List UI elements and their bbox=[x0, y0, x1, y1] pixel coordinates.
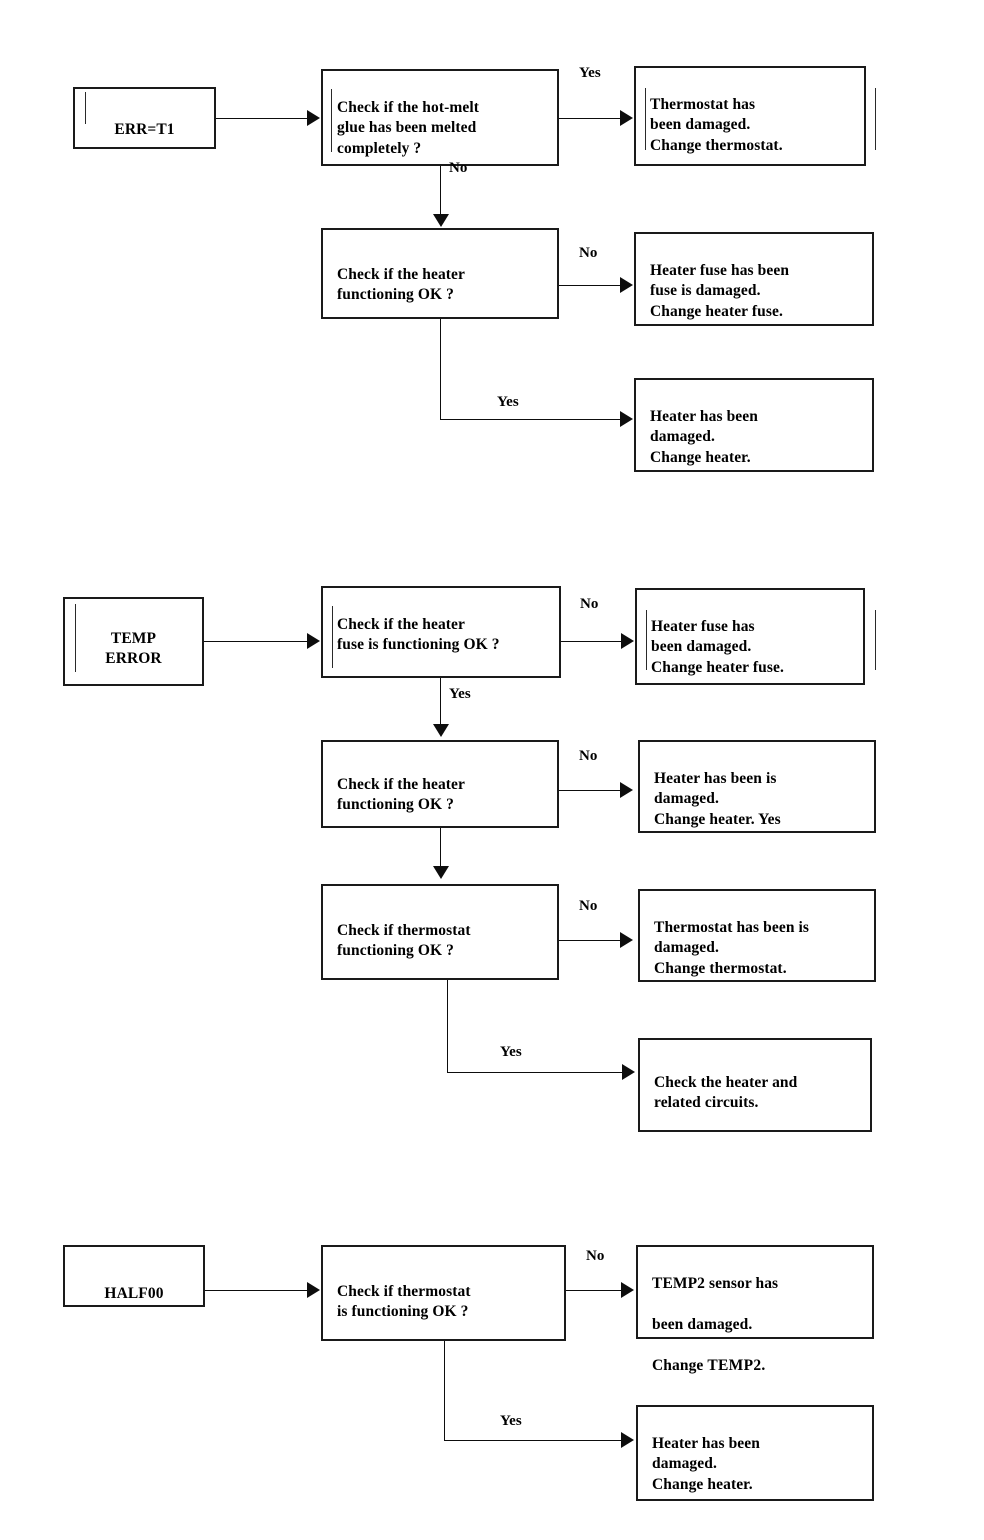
node-label: Heater has been is damaged. Change heate… bbox=[654, 769, 781, 828]
edge-label-yes: Yes bbox=[500, 1413, 522, 1429]
result-line-3-prefix: Change bbox=[652, 1357, 708, 1375]
edge-arrowhead bbox=[307, 110, 320, 126]
result-line-3-suffix: . bbox=[761, 1357, 766, 1375]
node-label: Check if the heater functioning OK ? bbox=[337, 265, 466, 304]
scan-artifact-rule bbox=[875, 610, 876, 670]
edge-q1-no bbox=[440, 166, 441, 218]
edge-q1-yes bbox=[440, 678, 441, 728]
edge-label-no: No bbox=[586, 1248, 605, 1264]
edge-arrowhead bbox=[620, 110, 633, 126]
node-label: Check if the heater functioning OK ? bbox=[337, 775, 466, 814]
node-label: Check if the heater fuse is functioning … bbox=[337, 615, 500, 654]
scan-artifact-tick bbox=[645, 88, 646, 150]
edge-arrowhead bbox=[621, 633, 634, 649]
result-line-2: been damaged. bbox=[652, 1315, 753, 1333]
edge-arrowhead bbox=[433, 866, 449, 879]
node-label: Check the heater and related circuits. bbox=[654, 1073, 798, 1112]
edge-start-to-q1 bbox=[204, 641, 308, 642]
scan-artifact-tick bbox=[331, 89, 332, 152]
node-err-t1-q2-no-result: Heater fuse has been fuse is damaged. Ch… bbox=[634, 232, 874, 326]
node-temp-error-q3-yes-result: Check the heater and related circuits. bbox=[638, 1038, 872, 1132]
edge-label-no: No bbox=[579, 245, 598, 261]
scan-artifact-tick bbox=[85, 92, 86, 124]
result-line-3-emphasis: TEMP2 bbox=[707, 1357, 762, 1375]
node-err-t1-q2: Check if the heater functioning OK ? bbox=[321, 228, 559, 319]
node-temp-error-start: TEMP ERROR bbox=[63, 597, 204, 686]
node-label: Thermostat has been damaged. Change ther… bbox=[650, 95, 783, 154]
edge-label-yes: Yes bbox=[497, 394, 519, 410]
node-half00-start: HALF00 bbox=[63, 1245, 205, 1307]
edge-label-no: No bbox=[580, 596, 599, 612]
edge-arrowhead bbox=[433, 724, 449, 737]
node-label: Check if thermostat is functioning OK ? bbox=[337, 1282, 471, 1321]
edge-label-no: No bbox=[579, 898, 598, 914]
edge-label-yes: Yes bbox=[449, 686, 471, 702]
node-half00-q1-no-result: TEMP2 sensor has been damaged. Change TE… bbox=[636, 1245, 874, 1374]
edge-q3-yes-horizontal bbox=[447, 1072, 624, 1073]
node-err-t1-q1-yes-result: Thermostat has been damaged. Change ther… bbox=[634, 66, 866, 166]
edge-start-to-q1 bbox=[216, 118, 308, 119]
result-line-3: Change TEMP2. bbox=[652, 1356, 864, 1377]
node-label: Check if thermostat functioning OK ? bbox=[337, 921, 471, 960]
edge-arrowhead bbox=[621, 1432, 634, 1448]
edge-arrowhead bbox=[622, 1064, 635, 1080]
edge-label-no: No bbox=[579, 748, 598, 764]
edge-arrowhead bbox=[620, 277, 633, 293]
node-label: TEMP ERROR bbox=[105, 629, 162, 668]
edge-arrowhead bbox=[620, 782, 633, 798]
node-err-t1-q2-yes-result: Heater has been damaged. Change heater. bbox=[634, 378, 874, 472]
node-label: Heater has been damaged. Change heater. bbox=[652, 1434, 760, 1493]
edge-q2-yes-vertical bbox=[440, 319, 441, 420]
node-temp-error-q1-no-result: Heater fuse has been damaged. Change hea… bbox=[635, 588, 865, 685]
scan-artifact-rule bbox=[875, 88, 876, 150]
scan-artifact-tick bbox=[646, 610, 647, 670]
node-half00-q1: Check if thermostat is functioning OK ? bbox=[321, 1245, 566, 1341]
edge-q1-yes-horizontal bbox=[444, 1440, 622, 1441]
edge-q1-yes-vertical bbox=[444, 1341, 445, 1441]
edge-q1-no bbox=[566, 1290, 622, 1291]
node-err-t1-q1: Check if the hot-melt glue has been melt… bbox=[321, 69, 559, 166]
edge-arrowhead bbox=[433, 214, 449, 227]
edge-q2-no bbox=[559, 790, 621, 791]
edge-start-to-q1 bbox=[205, 1290, 309, 1291]
node-err-t1-start: ERR=T1 bbox=[73, 87, 216, 149]
node-label: Heater fuse has been fuse is damaged. Ch… bbox=[650, 261, 790, 320]
edge-q1-yes bbox=[559, 118, 621, 119]
node-label: ERR=T1 bbox=[114, 120, 175, 138]
node-half00-q1-yes-result: Heater has been damaged. Change heater. bbox=[636, 1405, 874, 1501]
node-temp-error-q2-no-result: Heater has been is damaged. Change heate… bbox=[638, 740, 876, 833]
edge-q3-yes-vertical bbox=[447, 980, 448, 1073]
node-label: Check if the hot-melt glue has been melt… bbox=[337, 98, 480, 157]
edge-arrowhead bbox=[621, 1282, 634, 1298]
node-label: Thermostat has been is damaged. Change t… bbox=[654, 918, 810, 977]
result-line-1: TEMP2 sensor has bbox=[652, 1274, 779, 1292]
edge-label-no: No bbox=[449, 160, 468, 176]
edge-arrowhead bbox=[307, 1282, 320, 1298]
scan-artifact-tick bbox=[75, 604, 76, 672]
node-label: Heater has been damaged. Change heater. bbox=[650, 407, 758, 466]
edge-q3-no bbox=[559, 940, 621, 941]
scan-artifact-tick bbox=[332, 606, 333, 668]
node-temp-error-q1: Check if the heater fuse is functioning … bbox=[321, 586, 561, 678]
node-temp-error-q2: Check if the heater functioning OK ? bbox=[321, 740, 559, 828]
edge-arrowhead bbox=[620, 411, 633, 427]
node-temp-error-q3-no-result: Thermostat has been is damaged. Change t… bbox=[638, 889, 876, 982]
edge-arrowhead bbox=[620, 932, 633, 948]
node-label: HALF00 bbox=[104, 1284, 164, 1302]
edge-q2-yes-horizontal bbox=[440, 419, 622, 420]
edge-q2-to-q3 bbox=[440, 828, 441, 870]
edge-label-yes: Yes bbox=[500, 1044, 522, 1060]
node-label: Heater fuse has been damaged. Change hea… bbox=[651, 617, 784, 676]
edge-q2-no bbox=[559, 285, 621, 286]
edge-q1-no bbox=[561, 641, 623, 642]
edge-arrowhead bbox=[307, 633, 320, 649]
edge-label-yes: Yes bbox=[579, 65, 601, 81]
node-temp-error-q3: Check if thermostat functioning OK ? bbox=[321, 884, 559, 980]
